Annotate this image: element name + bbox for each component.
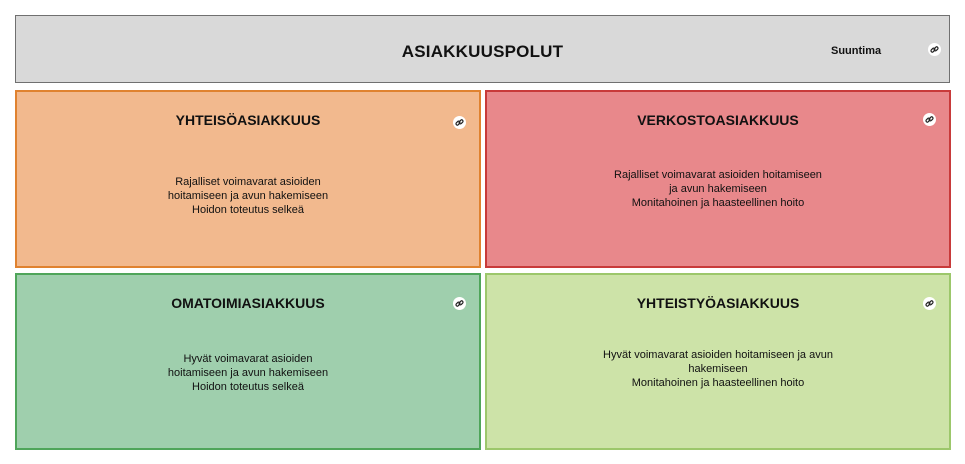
card-title: VERKOSTOASIAKKUUS [637, 112, 799, 128]
card-title: OMATOIMIASIAKKUUS [171, 295, 325, 311]
card-line: Hyvät voimavarat asioiden [183, 353, 313, 365]
card-yhteistyoasiakkuus: YHTEISTYÖASIAKKUUS Hyvät voimavarat asio… [485, 273, 951, 450]
card-line: hoitamiseen ja avun hakemiseen [167, 367, 329, 379]
card-line: Hoidon toteutus selkeä [192, 381, 304, 393]
card-title: YHTEISÖASIAKKUUS [175, 112, 321, 128]
card-line: ja avun hakemiseen [669, 183, 767, 195]
link-icon[interactable] [923, 113, 936, 126]
link-icon[interactable] [453, 116, 466, 129]
card-description: Hyvät voimavarat asioiden hoitamiseen ja… [17, 352, 479, 394]
card-line: Monitahoinen ja haasteellinen hoito [631, 197, 805, 209]
card-line: Hoidon toteutus selkeä [192, 204, 304, 216]
card-yhteisoasiakkuus: YHTEISÖASIAKKUUS Rajalliset voimavarat a… [15, 90, 481, 268]
header-subtitle: Suuntima [831, 45, 882, 57]
card-description: Rajalliset voimavarat asioiden hoitamise… [487, 168, 949, 210]
link-icon[interactable] [453, 297, 466, 310]
link-icon[interactable] [923, 297, 936, 310]
card-line: hakemiseen [688, 363, 748, 375]
card-line: Monitahoinen ja haasteellinen hoito [631, 377, 805, 389]
card-description: Hyvät voimavarat asioiden hoitamiseen ja… [487, 348, 949, 390]
card-line: Rajalliset voimavarat asioiden hoitamise… [614, 169, 822, 181]
card-verkostoasiakkuus: VERKOSTOASIAKKUUS Rajalliset voimavarat … [485, 90, 951, 268]
card-description: Rajalliset voimavarat asioiden hoitamise… [17, 175, 479, 217]
card-line: hoitamiseen ja avun hakemiseen [167, 190, 329, 202]
card-line: Rajalliset voimavarat asioiden [175, 176, 321, 188]
link-icon[interactable] [928, 43, 941, 56]
page-title: ASIAKKUUSPOLUT [401, 42, 564, 61]
header-banner: ASIAKKUUSPOLUT Suuntima [15, 15, 950, 83]
card-title: YHTEISTYÖASIAKKUUS [636, 295, 800, 311]
card-omatoimiasiakkuus: OMATOIMIASIAKKUUS Hyvät voimavarat asioi… [15, 273, 481, 450]
card-line: Hyvät voimavarat asioiden hoitamiseen ja… [603, 349, 833, 361]
